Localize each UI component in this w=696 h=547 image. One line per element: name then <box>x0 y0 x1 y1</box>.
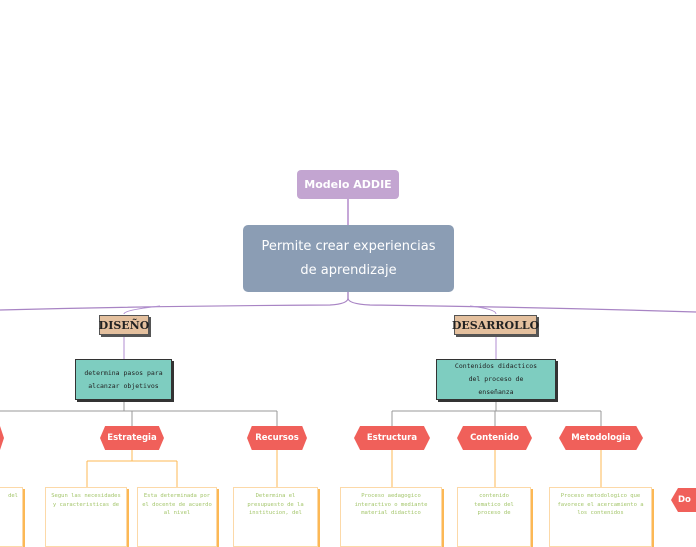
left-partial-leaf[interactable]: del <box>0 487 23 547</box>
diseno-node[interactable]: DISEÑO <box>99 315 149 335</box>
estrategia-leaf-2[interactable]: Esta determinada por el docente de acuer… <box>137 487 217 547</box>
left-partial-hex[interactable] <box>0 426 4 450</box>
main-node[interactable]: Permite crear experiencias de aprendizaj… <box>243 225 454 292</box>
main-branch-curve-right <box>347 292 696 313</box>
desarrollo-description[interactable]: Contenidos didacticos del proceso de ens… <box>436 359 556 400</box>
recursos-node[interactable]: Recursos <box>247 426 307 450</box>
contenido-label: Contenido <box>470 433 519 443</box>
leaf-text: Proceso metodologico que favorece el ace… <box>557 493 644 516</box>
metodologia-leaf[interactable]: Proceso metodologico que favorece el ace… <box>549 487 652 547</box>
recursos-label: Recursos <box>255 433 299 443</box>
main-line-1: Permite crear experiencias <box>261 239 436 254</box>
leaf-text: Determina el presupuesto de la instituci… <box>247 493 304 516</box>
desarrollo-description-text: Contenidos didacticos del proceso de ens… <box>454 362 538 396</box>
leaf-text: contenido tematico del proceso de <box>474 493 514 516</box>
contenido-leaf[interactable]: contenido tematico del proceso de <box>457 487 531 547</box>
right-partial-label: Do <box>678 495 691 505</box>
main-branch-curve-left <box>0 292 349 311</box>
main-line-2: de aprendizaje <box>300 263 397 278</box>
left-partial-leaf-text: del <box>8 493 18 499</box>
contenido-node[interactable]: Contenido <box>457 426 532 450</box>
estrategia-leaf-1[interactable]: Segun las necesidades y caracteristicas … <box>45 487 127 547</box>
estructura-node[interactable]: Estructura <box>354 426 430 450</box>
estrategia-label: Estrategia <box>107 433 157 443</box>
root-label: Modelo ADDIE <box>304 178 392 191</box>
recursos-leaf[interactable]: Determina el presupuesto de la instituci… <box>233 487 318 547</box>
estructura-label: Estructura <box>366 433 418 443</box>
diseno-description-text: determina pasos para alcanzar objetivos <box>84 368 163 390</box>
estructura-leaf[interactable]: Proceso aedagogico interactivo o mediant… <box>340 487 442 547</box>
diseno-connector <box>123 305 161 359</box>
metodologia-label: Metodologia <box>571 433 631 443</box>
desarrollo-label: DESARROLLO <box>451 318 540 332</box>
metodologia-node[interactable]: Metodologia <box>559 426 643 450</box>
estrategia-node[interactable]: Estrategia <box>100 426 164 450</box>
leaf-text: Proceso aedagogico interactivo o mediant… <box>354 493 428 516</box>
desarrollo-children-lines <box>391 400 602 426</box>
leaf-text: Esta determinada por el docente de acuer… <box>142 493 212 516</box>
diseno-description[interactable]: determina pasos para alcanzar objetivos <box>75 359 172 400</box>
desarrollo-node[interactable]: DESARROLLO <box>451 315 540 335</box>
diseno-children-lines <box>0 400 278 426</box>
root-node[interactable]: Modelo ADDIE <box>297 170 399 199</box>
connector-lines <box>0 199 696 487</box>
desarrollo-connector <box>469 305 497 359</box>
leaf-text: Segun las necesidades y caracteristicas … <box>51 493 121 508</box>
leaf-lines <box>86 450 602 487</box>
diseno-label: DISEÑO <box>98 318 150 332</box>
